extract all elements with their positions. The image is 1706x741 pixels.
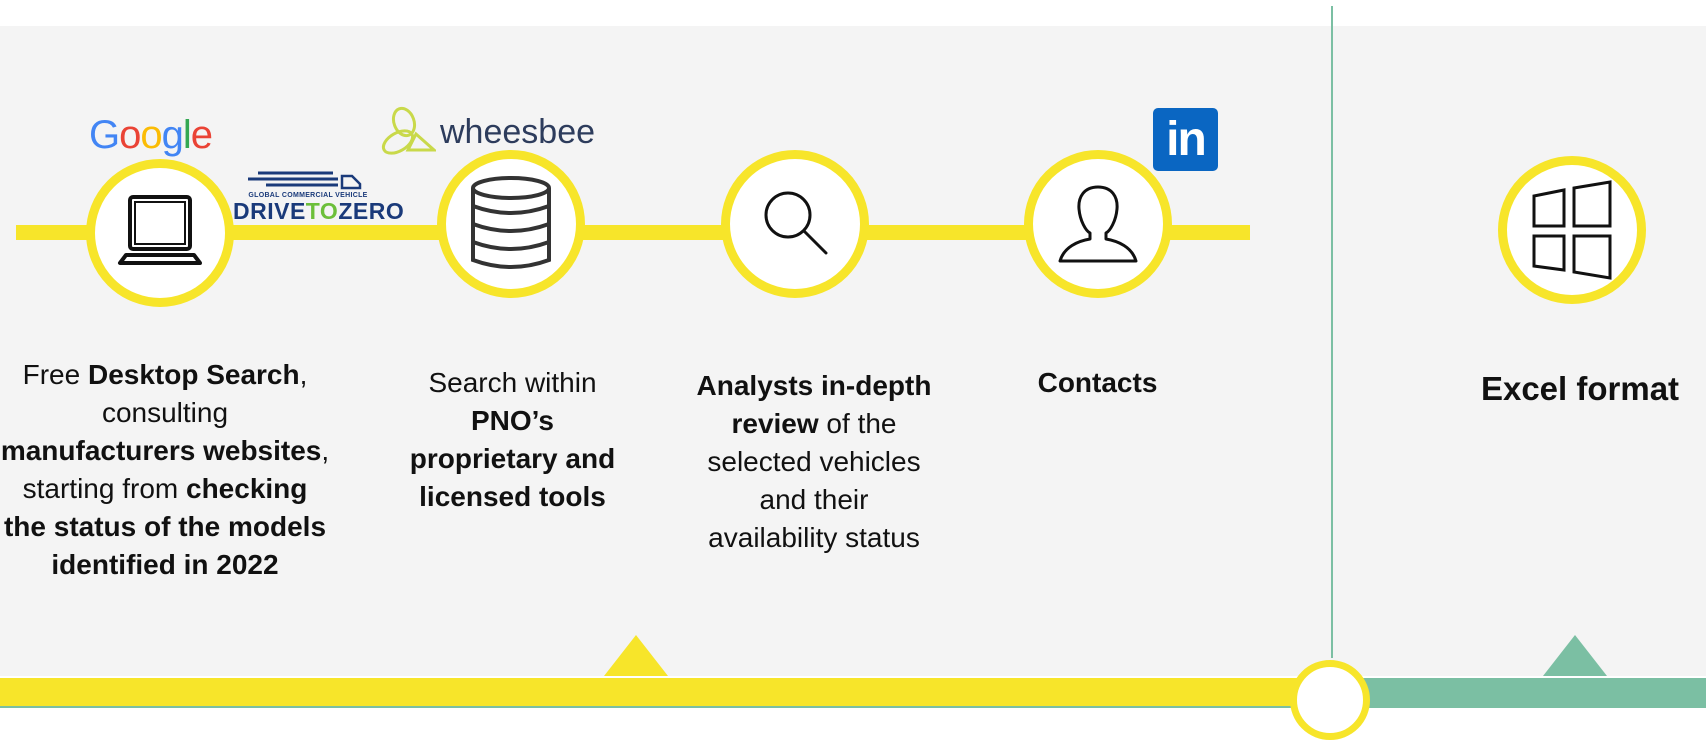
step-desktop-search-node	[86, 159, 234, 307]
laptop-icon	[118, 195, 202, 265]
drive-to-zero-logo: GLOBAL COMMERCIAL VEHICLE DRIVETOZERO	[233, 170, 404, 223]
phase-marker-green	[1543, 635, 1607, 676]
windows-icon	[1532, 180, 1612, 280]
step-desktop-search-text: Free Desktop Search, consulting manufact…	[0, 359, 330, 580]
wheesbee-mark-icon	[381, 106, 436, 155]
step-proprietary-tools-node	[437, 150, 585, 298]
phase-bar-search	[0, 678, 1328, 708]
bottom-rule	[0, 706, 1706, 708]
step-contacts-node	[1024, 150, 1172, 298]
phase-bar-output	[1328, 678, 1706, 708]
output-excel-node	[1498, 156, 1646, 304]
output-excel-label: Excel format	[1480, 370, 1680, 407]
step-contacts-text: Contacts	[1037, 367, 1158, 398]
timeline-line	[16, 225, 1250, 240]
database-icon	[471, 176, 551, 269]
process-panel	[0, 26, 1706, 676]
step-proprietary-tools-text: Search within PNO’s proprietary and lice…	[409, 367, 616, 512]
truck-lines-icon	[248, 171, 362, 190]
section-divider	[1331, 6, 1333, 658]
phase-marker-yellow	[604, 635, 668, 676]
phase-transition-node	[1290, 660, 1370, 740]
person-icon	[1058, 185, 1138, 263]
step-analyst-review-node	[721, 150, 869, 298]
step-analyst-review-text: Analysts in-depth review of the selected…	[696, 370, 932, 553]
magnifier-icon	[764, 191, 828, 255]
google-logo: Google	[89, 113, 213, 157]
wheesbee-logo: wheesbee	[378, 104, 595, 160]
linkedin-logo: in	[1153, 108, 1218, 171]
